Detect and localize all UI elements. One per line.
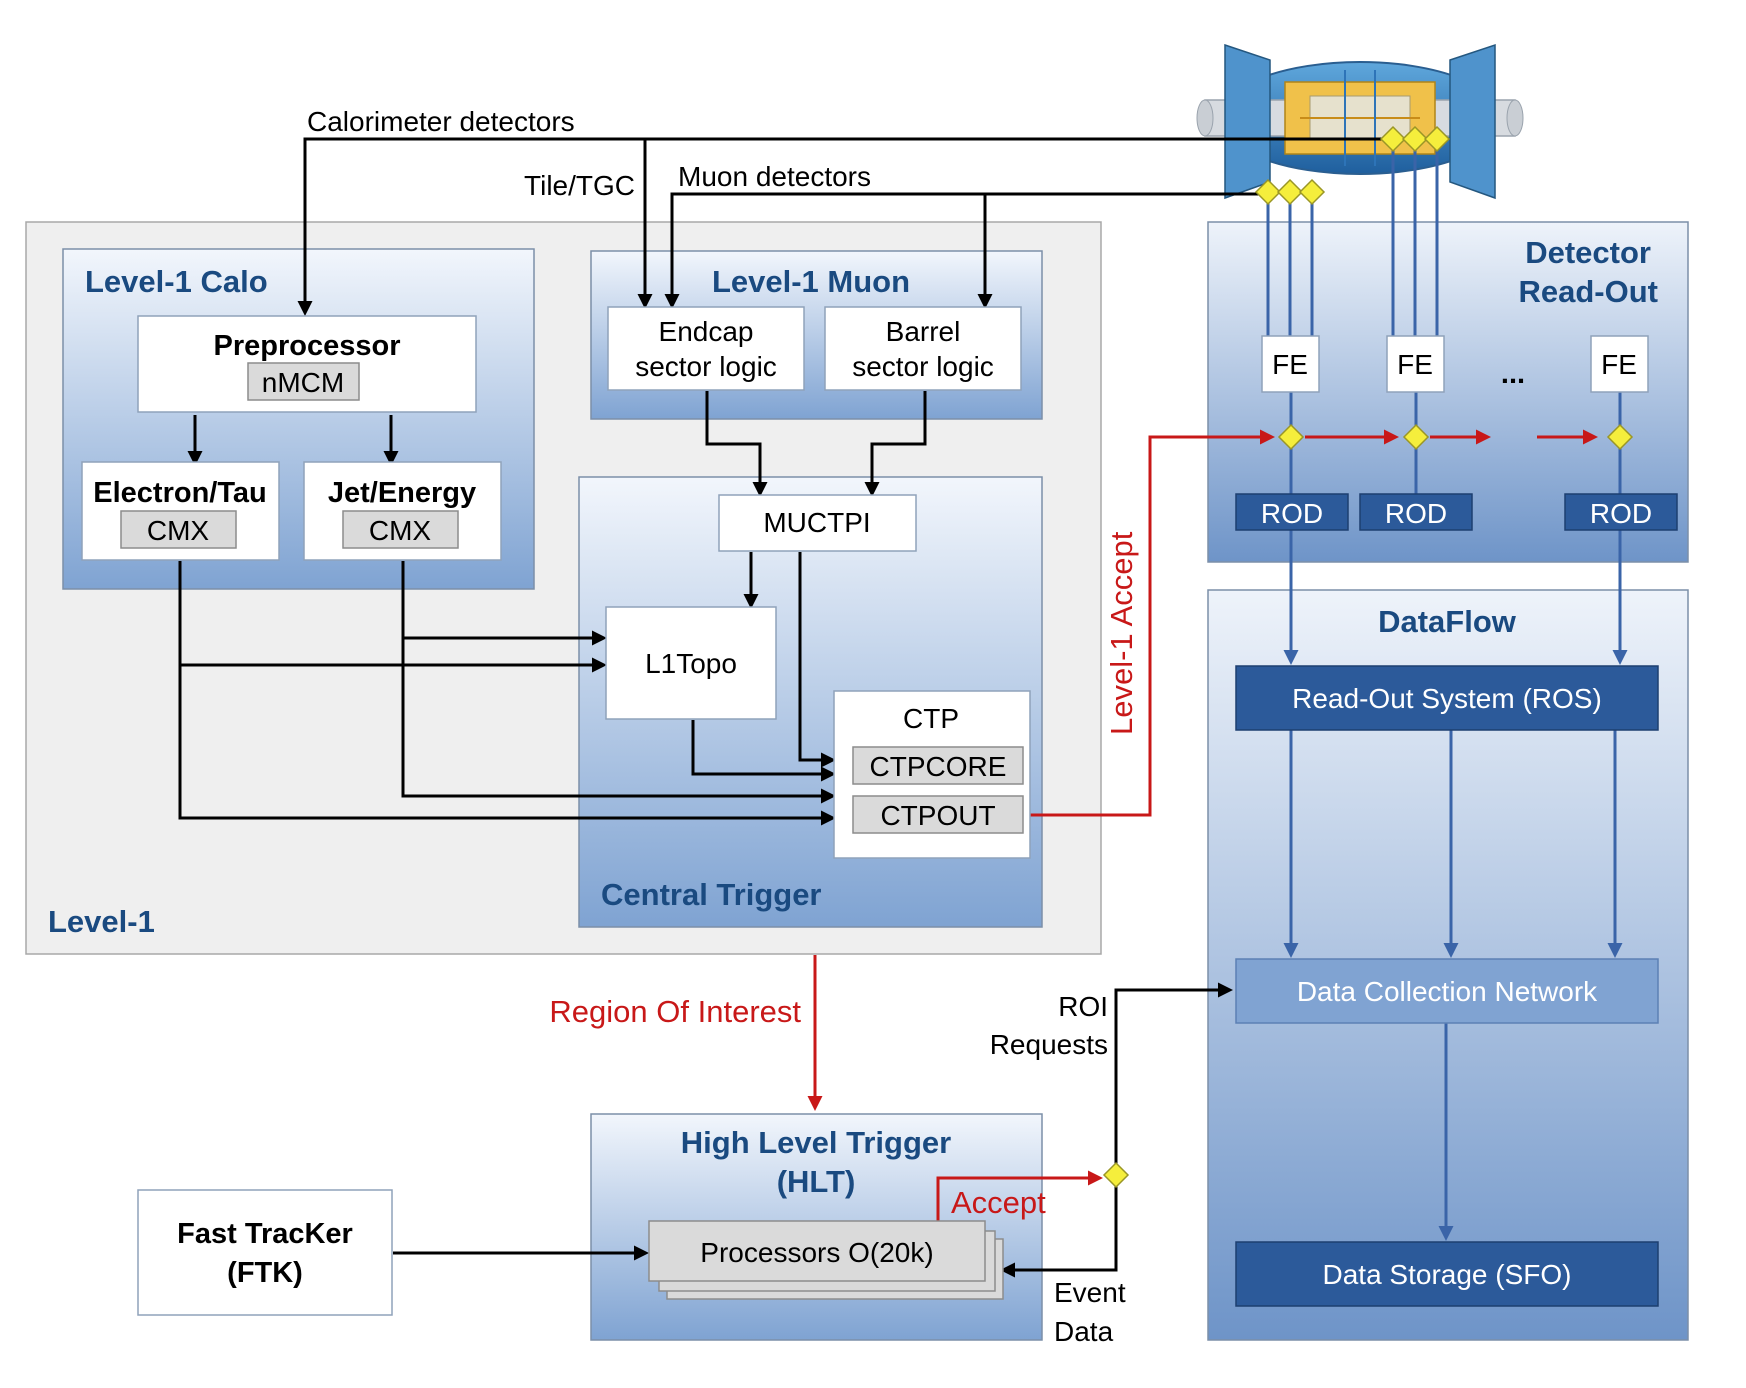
endcap-box xyxy=(607,306,805,391)
fe-junction-3 xyxy=(1606,423,1634,451)
sfo-box xyxy=(1235,1241,1659,1307)
event-data-line xyxy=(1000,1175,1118,1278)
muctpi-box xyxy=(718,494,917,552)
fe-box-1 xyxy=(1261,335,1320,393)
cmx-jet-box xyxy=(342,510,459,549)
rod-label-1: ROD xyxy=(1261,498,1323,529)
muctpi-to-ctp-line xyxy=(798,552,836,768)
nmcm-box xyxy=(247,362,360,401)
fe-ellipsis: ... xyxy=(1501,358,1525,390)
level1-calo-title: Level-1 Calo xyxy=(85,264,268,299)
calorimeter-label: Calorimeter detectors xyxy=(307,106,575,137)
l1-accept-label: Level-1 Accept xyxy=(1104,531,1139,735)
dcn-box xyxy=(1235,958,1659,1024)
det-junction-1 xyxy=(1254,178,1282,206)
fe-label-1: FE xyxy=(1272,349,1308,380)
l1topo-label: L1Topo xyxy=(645,648,737,679)
cmx-jet-label: CMX xyxy=(369,515,432,546)
barrel-label-2: sector logic xyxy=(852,351,994,382)
ros-box xyxy=(1235,665,1659,731)
ftk-label-2: (FTK) xyxy=(227,1257,303,1289)
det-junction-5 xyxy=(1401,125,1429,153)
l1-accept-line xyxy=(1024,429,1275,817)
fe-box-3 xyxy=(1590,335,1649,393)
hlt-accept-line xyxy=(936,1170,1103,1223)
fe-junction-2 xyxy=(1402,423,1430,451)
fe-junction-1 xyxy=(1277,423,1305,451)
event-data-label-1: Event xyxy=(1054,1277,1126,1308)
detector-readout-title-1: Detector xyxy=(1525,235,1651,270)
cmx-em-box xyxy=(120,510,237,549)
calo-input-line xyxy=(297,137,1400,316)
detector-readout-title-2: Read-Out xyxy=(1519,274,1659,309)
ctp-label: CTP xyxy=(903,703,959,734)
central-trigger-title: Central Trigger xyxy=(601,877,822,912)
barrel-to-muctpi-line xyxy=(864,391,927,497)
ctpcore-label: CTPCORE xyxy=(870,751,1007,782)
rod-box-1 xyxy=(1235,493,1349,531)
jet-to-ctp-line xyxy=(401,638,836,804)
rod-label-2: ROD xyxy=(1385,498,1447,529)
fe-label-3: FE xyxy=(1601,349,1637,380)
jet-energy-label: Jet/Energy xyxy=(328,477,476,509)
roi-requests-label-2: Requests xyxy=(990,1029,1108,1060)
det-junction-3 xyxy=(1298,178,1326,206)
muon-detectors-label: Muon detectors xyxy=(678,161,871,192)
endcap-to-muctpi-line xyxy=(705,391,768,497)
level1-muon-title: Level-1 Muon xyxy=(712,264,910,299)
roi-requests-label-1: ROI xyxy=(1058,991,1108,1022)
nmcm-label: nMCM xyxy=(262,367,344,398)
processors-box xyxy=(648,1220,986,1282)
l1topo-to-ctp-line xyxy=(691,720,836,782)
rod-box-3 xyxy=(1564,493,1678,531)
accept-label: Accept xyxy=(951,1185,1046,1220)
endcap-label-2: sector logic xyxy=(635,351,777,382)
dataflow-title: DataFlow xyxy=(1378,604,1517,639)
rod-label-3: ROD xyxy=(1590,498,1652,529)
tile-tgc-label: Tile/TGC xyxy=(524,170,635,201)
preprocessor-label: Preprocessor xyxy=(214,330,401,362)
ftk-box xyxy=(137,1189,393,1316)
processors-label: Processors O(20k) xyxy=(700,1237,933,1268)
event-data-label-2: Data xyxy=(1054,1316,1114,1347)
barrel-label-1: Barrel xyxy=(886,316,961,347)
det-junction-2 xyxy=(1276,178,1304,206)
det-junction-4 xyxy=(1379,125,1407,153)
em-to-ctp-line xyxy=(178,665,836,826)
dcn-label: Data Collection Network xyxy=(1297,976,1598,1007)
roi-requests-line xyxy=(1114,982,1233,1175)
det-junction-6 xyxy=(1423,125,1451,153)
ctpcore-box xyxy=(852,746,1024,785)
ftk-label-1: Fast TracKer xyxy=(177,1218,353,1250)
electron-tau-label: Electron/Tau xyxy=(93,477,267,509)
barrel-box xyxy=(824,306,1022,391)
hlt-title-2: (HLT) xyxy=(777,1164,856,1199)
fe-box-2 xyxy=(1386,335,1445,393)
l1topo-box xyxy=(605,606,777,720)
muctpi-label: MUCTPI xyxy=(763,507,870,538)
rod-box-2 xyxy=(1359,493,1473,531)
sfo-label: Data Storage (SFO) xyxy=(1323,1259,1572,1290)
level1-region-label: Level-1 xyxy=(48,904,155,939)
roi-label: Region Of Interest xyxy=(549,994,801,1029)
ctpout-label: CTPOUT xyxy=(880,800,995,831)
hlt-junction xyxy=(1102,1161,1130,1189)
fe-label-2: FE xyxy=(1397,349,1433,380)
hlt-title-1: High Level Trigger xyxy=(681,1125,951,1160)
endcap-label-1: Endcap xyxy=(659,316,754,347)
atlas-detector-icon xyxy=(1196,43,1524,200)
muon-input-line xyxy=(664,192,1262,309)
ctpout-box xyxy=(852,795,1024,834)
cmx-em-label: CMX xyxy=(147,515,210,546)
ros-label: Read-Out System (ROS) xyxy=(1292,683,1602,714)
